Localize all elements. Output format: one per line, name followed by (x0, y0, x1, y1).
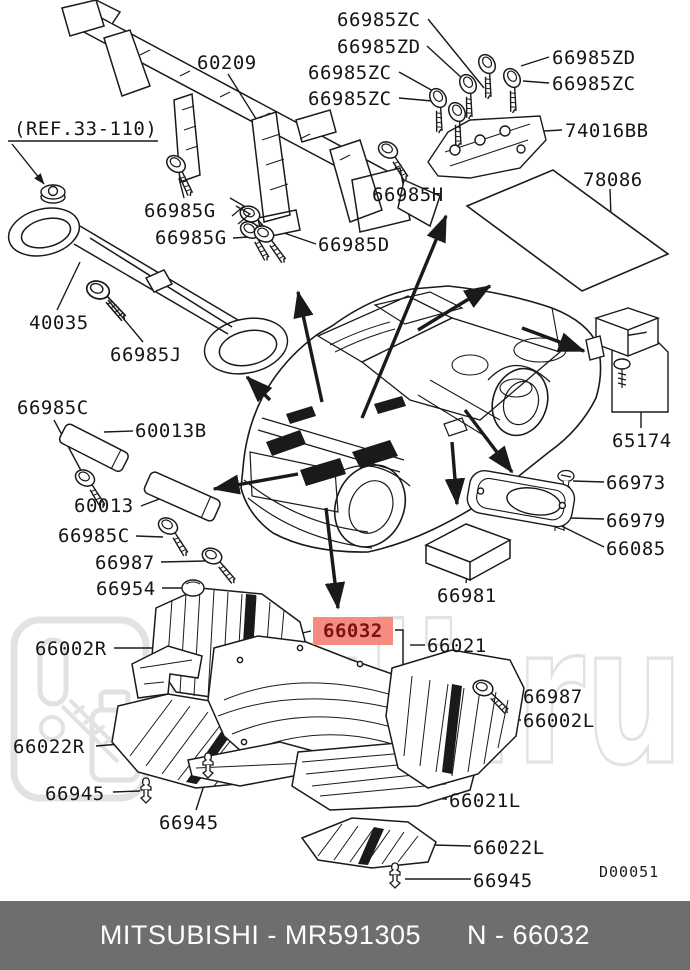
ref-nut-illustration (40, 184, 66, 204)
parts-diagram-drawing: Ruli.ru (7, 0, 686, 889)
part-label-40035-14: 40035 (29, 312, 89, 334)
footer-part-number: N - 66032 (467, 920, 591, 950)
part-label-66985c-19: 66985C (58, 525, 130, 547)
footer-brand-code: MITSUBISHI - MR591305 (99, 920, 421, 950)
part-label-66985g-12: 66985G (155, 227, 227, 249)
footer-bar: MITSUBISHI - MR591305 N - 66032 (0, 901, 690, 970)
part-label-66985zd-6: 66985ZD (552, 47, 636, 69)
part-label-66945-37: 66945 (473, 870, 533, 892)
reinforcement-bars-illustration (58, 423, 221, 522)
part-label-66021l-35: 66021L (449, 790, 521, 812)
part-label-66987-33: 66987 (523, 686, 583, 708)
part-label-66002r-22: 66002R (35, 638, 107, 660)
part-label-66032-31[interactable]: 66032 (313, 617, 393, 645)
insulator-sheet-illustration (465, 169, 670, 292)
part-label-60013-18: 60013 (74, 495, 134, 517)
part-label-66985zc-2: 66985ZC (337, 9, 421, 31)
part-label-66085-29: 66085 (606, 538, 666, 560)
part-label-66987-20: 66987 (95, 552, 155, 574)
cowl-cover-illustration (427, 115, 547, 179)
car-illustration (240, 285, 602, 553)
part-label-66985g-11: 66985G (144, 200, 216, 222)
part-label-ref33110-0: (REF.33-110) (14, 118, 158, 140)
part-label-66985zc-5: 66985ZC (308, 88, 392, 110)
box-66981-illustration (424, 523, 512, 582)
bracket-65174-illustration (585, 307, 669, 413)
part-label-60013b-17: 60013B (135, 420, 207, 442)
strut-brace-illustration (7, 207, 289, 375)
part-label-74016bb-8: 74016BB (565, 120, 649, 142)
direction-arrows (212, 214, 586, 610)
part-label-66985j-15: 66985J (110, 344, 182, 366)
fasteners-illustration (66, 50, 536, 889)
part-label-66002l-34: 66002L (523, 710, 595, 732)
part-label-66021-32: 66021 (427, 635, 487, 657)
grommet-66954-illustration (181, 579, 205, 597)
part-label-65174-26: 65174 (612, 430, 672, 452)
part-label-66022r-23: 66022R (13, 736, 85, 758)
part-label-66985zd-3: 66985ZD (337, 36, 421, 58)
part-label-66985c-16: 66985C (17, 397, 89, 419)
part-label-78086-9: 78086 (583, 169, 643, 191)
part-label-d00051-38: D00051 (599, 863, 660, 881)
part-label-66985zc-7: 66985ZC (552, 73, 636, 95)
part-label-66954-21: 66954 (96, 578, 156, 600)
part-label-66985zc-4: 66985ZC (308, 62, 392, 84)
part-label-66945-24: 66945 (45, 783, 105, 805)
part-label-66945-25: 66945 (159, 812, 219, 834)
crossmember-illustration (61, 0, 441, 239)
part-label-66973-27: 66973 (606, 472, 666, 494)
part-label-66981-30: 66981 (437, 585, 497, 607)
part-label-66985d-13: 66985D (318, 234, 390, 256)
part-label-66985h-10: 66985H (372, 184, 444, 206)
part-label-66979-28: 66979 (606, 510, 666, 532)
part-label-66022l-36: 66022L (473, 837, 545, 859)
plate-66085-illustration (466, 469, 576, 528)
part-label-60209-1: 60209 (197, 52, 257, 74)
